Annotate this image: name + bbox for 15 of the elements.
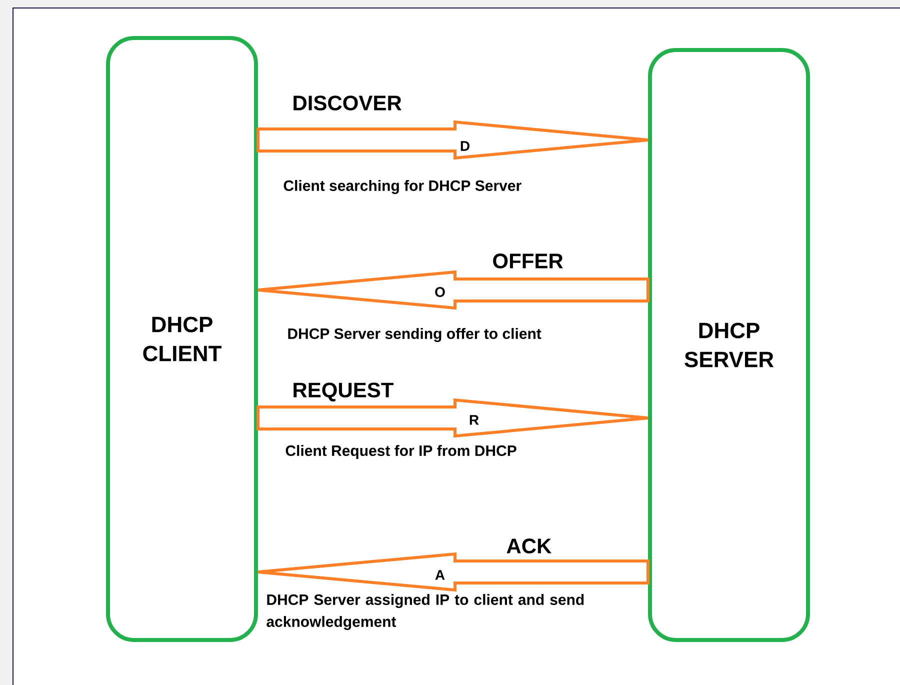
description-text: Client searching for DHCP Server xyxy=(284,180,522,194)
message-name: DISCOVER xyxy=(294,96,402,110)
edge-label: O xyxy=(434,286,446,298)
description-text: Client Request for IP from DHCP xyxy=(286,445,516,459)
message-name: ACK xyxy=(506,538,552,554)
arrow xyxy=(256,398,650,438)
edge-label: A xyxy=(434,570,446,580)
entity-box: DHCP SERVER xyxy=(648,48,810,642)
entity-box: DHCP CLIENT xyxy=(106,36,258,642)
edge-label: D xyxy=(459,140,471,152)
edge-label: R xyxy=(468,414,480,426)
arrow xyxy=(256,120,650,160)
message-name: REQUEST xyxy=(294,382,394,402)
description-text: DHCP Server sending offer to client xyxy=(288,328,542,342)
message-name: OFFER xyxy=(493,254,563,268)
